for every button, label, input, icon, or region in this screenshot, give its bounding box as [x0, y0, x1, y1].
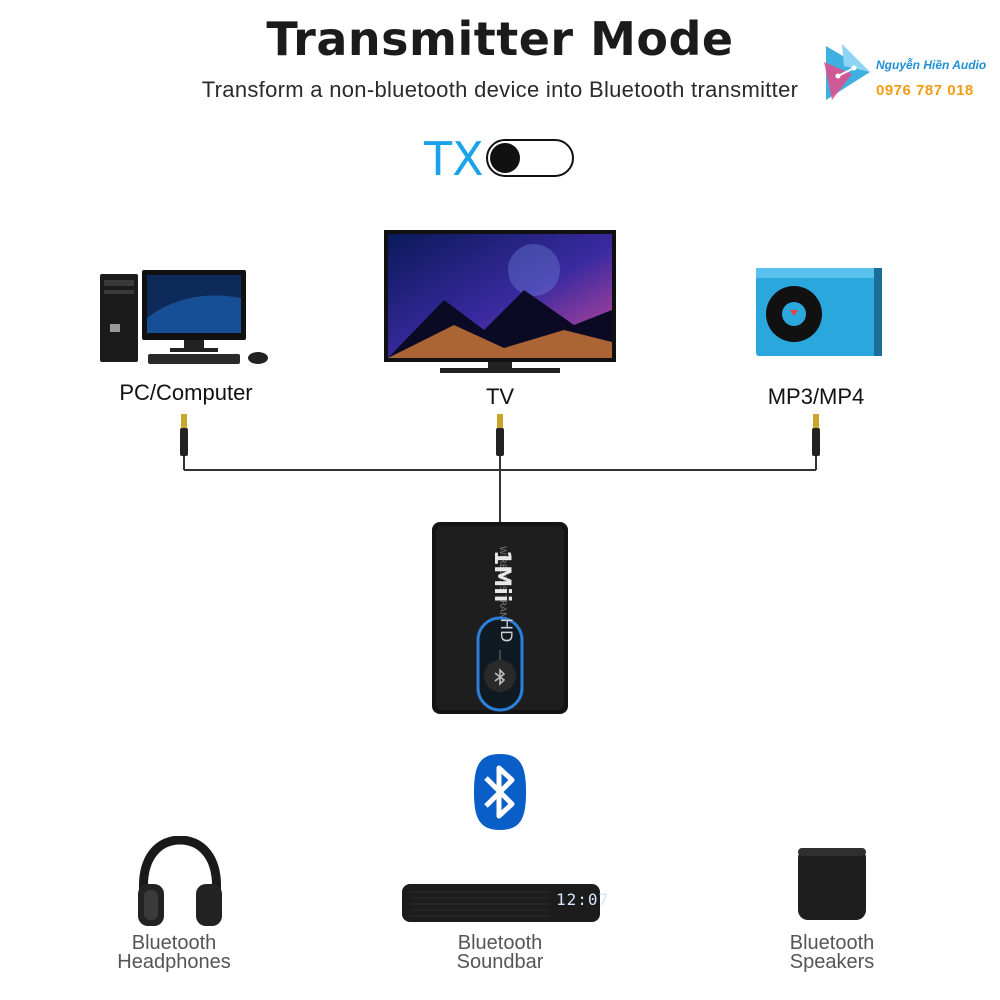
bluetooth-logo-icon: [472, 752, 528, 832]
soundbar-display: 12:07: [556, 890, 610, 909]
source-label-pc: PC/Computer: [119, 380, 253, 405]
soundbar-icon: [400, 880, 602, 926]
svg-text:WIRELESS TRANSCEIVER: WIRELESS TRANSCEIVER: [497, 546, 507, 657]
receiver-label-headphones-2: Headphones: [117, 951, 231, 973]
page-subtitle: Transform a non-bluetooth device into Bl…: [201, 77, 799, 102]
receiver-label-speakers-2: Speakers: [789, 951, 875, 973]
page-title: Transmitter Mode: [266, 12, 734, 66]
pc-computer-icon: [96, 268, 276, 368]
brand-phone: 0976 787 018: [876, 82, 974, 99]
speaker-icon: [796, 846, 868, 922]
mode-label: TX: [424, 132, 484, 186]
brand-logo-icon: [822, 42, 874, 104]
headphones-icon: [134, 836, 226, 930]
receiver-label-soundbar-1: Bluetooth: [457, 932, 543, 954]
bluetooth-icon: [494, 668, 506, 686]
receiver-label-soundbar-2: Soundbar: [456, 951, 544, 973]
tv-icon: [384, 230, 616, 378]
transmitter-device: WIRELESS TRANSCEIVER: [432, 522, 568, 714]
mode-toggle[interactable]: [486, 139, 574, 177]
device-brand: 1Mii: [489, 550, 514, 603]
source-label-tv: TV: [485, 384, 515, 409]
receiver-label-headphones-1: Bluetooth: [131, 932, 217, 954]
toggle-knob: [490, 143, 520, 173]
receiver-label-speakers-1: Bluetooth: [789, 932, 875, 954]
brand-name: Nguyễn Hiền Audio: [876, 58, 987, 72]
device-bluetooth-button[interactable]: [491, 668, 509, 686]
cable-connections: [180, 414, 820, 522]
hd-button[interactable]: HD: [497, 618, 516, 643]
source-label-mp3: MP3/MP4: [767, 384, 865, 409]
mp3-player-icon: [754, 266, 886, 358]
